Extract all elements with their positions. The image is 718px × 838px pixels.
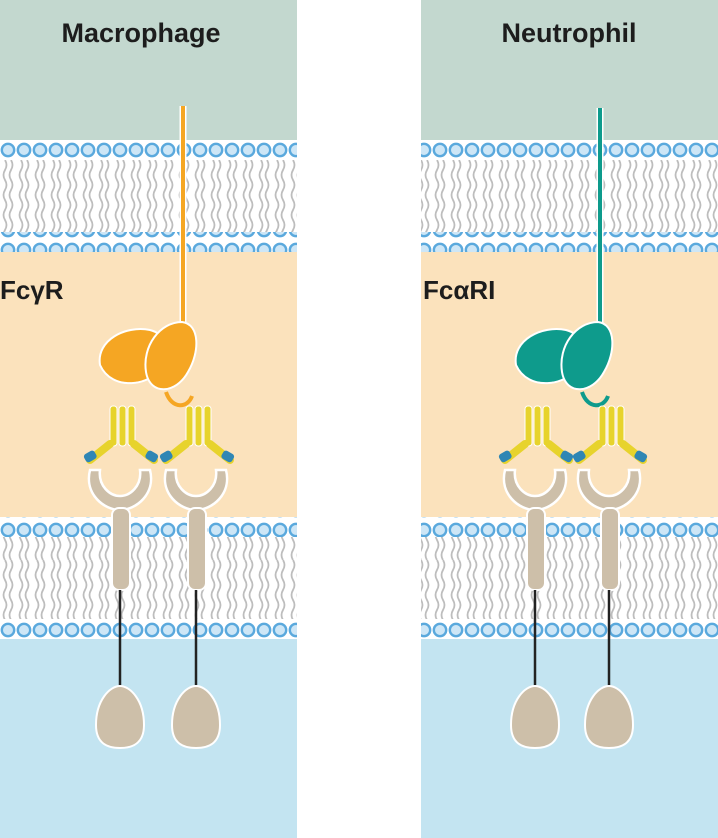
- pathogen-interior: [421, 639, 718, 838]
- pathogen-interior: [0, 639, 297, 838]
- fc-alpha-receptor: [514, 108, 614, 408]
- pathogen-membrane: [421, 517, 718, 639]
- macrophage-title: Macrophage: [61, 18, 220, 48]
- antibody-complex-1: [83, 405, 159, 750]
- neutrophil-panel: Neutrophil FcαRI: [421, 0, 718, 838]
- neutrophil-membrane: [421, 140, 718, 252]
- antibody-complex-1: [498, 405, 574, 750]
- neutrophil-title: Neutrophil: [502, 18, 637, 48]
- fc-alpha-receptor-label: FcαRI: [423, 275, 495, 305]
- extracellular-region: [421, 0, 718, 140]
- pathogen-membrane: [0, 517, 297, 639]
- extracellular-region: [0, 0, 297, 140]
- macrophage-panel: Macrophage FcγR: [0, 0, 297, 838]
- fc-gamma-receptor-label: FcγR: [0, 275, 64, 305]
- fc-gamma-receptor: [98, 106, 198, 408]
- antibody-complex-2: [159, 405, 235, 750]
- macrophage-membrane: [0, 140, 297, 252]
- antibody-complex-2: [572, 405, 648, 750]
